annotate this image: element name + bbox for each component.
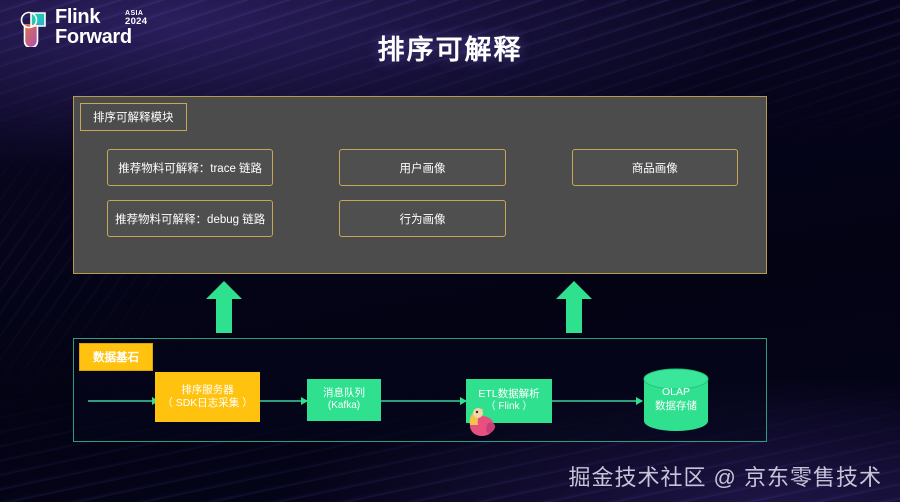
logo-name-line2: Forward <box>55 25 132 48</box>
flow-node-olap-storage[interactable]: OLAP 数据存储 <box>642 368 710 432</box>
node-etl-line2: （ Flink ） <box>485 401 533 413</box>
data-panel-tag: 数据基石 <box>79 343 153 371</box>
logo-event-badge: ASIA 2024 <box>125 10 147 27</box>
node-kafka-line2: (Kafka) <box>327 400 361 412</box>
node-sdk-line1: 排序服务器 <box>181 383 234 396</box>
module-column-1: 推荐物料可解释：trace 链路 推荐物料可解释：debug 链路 <box>107 149 274 237</box>
node-etl-line1: ETL数据解析 <box>478 388 540 401</box>
connector-panel-to-sdk <box>88 397 159 404</box>
page-title: 排序可解释 <box>377 35 523 65</box>
module-box-user-profile[interactable]: 用户画像 <box>339 149 506 186</box>
flow-node-ranking-server[interactable]: 排序服务器 （ SDK日志采集 ） <box>155 372 260 422</box>
logo-name-line1: Flink <box>55 6 101 28</box>
node-sdk-line2: （ SDK日志采集 ） <box>162 397 253 409</box>
module-panel-tag: 排序可解释模块 <box>80 103 187 131</box>
arrow-up-right-icon <box>556 281 592 333</box>
module-box-trace[interactable]: 推荐物料可解释：trace 链路 <box>107 149 274 186</box>
node-kafka-line1: 消息队列 <box>323 387 365 400</box>
module-box-grid: 推荐物料可解释：trace 链路 推荐物料可解释：debug 链路 用户画像 行… <box>107 149 738 237</box>
ranking-explain-module-panel: 排序可解释模块 推荐物料可解释：trace 链路 推荐物料可解释：debug 链… <box>73 96 767 274</box>
watermark-text: 掘金技术社区 @ 京东零售技术 <box>568 465 882 490</box>
flow-node-message-queue[interactable]: 消息队列 (Kafka) <box>307 379 381 421</box>
arrow-up-left-icon <box>206 281 242 333</box>
module-column-3: 商品画像 <box>571 149 738 237</box>
connector-kafka-to-etl <box>381 397 467 404</box>
module-box-behavior-profile[interactable]: 行为画像 <box>339 200 506 237</box>
logo-region: ASIA <box>125 10 144 17</box>
module-box-debug[interactable]: 推荐物料可解释：debug 链路 <box>107 200 274 237</box>
logo-year: 2024 <box>125 16 148 28</box>
module-column-2: 用户画像 行为画像 <box>339 149 506 237</box>
connector-sdk-to-kafka <box>260 397 308 404</box>
flink-logo-icon <box>20 11 46 47</box>
flink-forward-logo: Flink Forward ASIA 2024 <box>18 6 147 48</box>
module-box-item-profile[interactable]: 商品画像 <box>571 149 738 186</box>
database-cylinder-icon <box>643 368 709 431</box>
flink-squirrel-icon <box>469 408 496 436</box>
connector-etl-to-olap <box>552 397 643 404</box>
